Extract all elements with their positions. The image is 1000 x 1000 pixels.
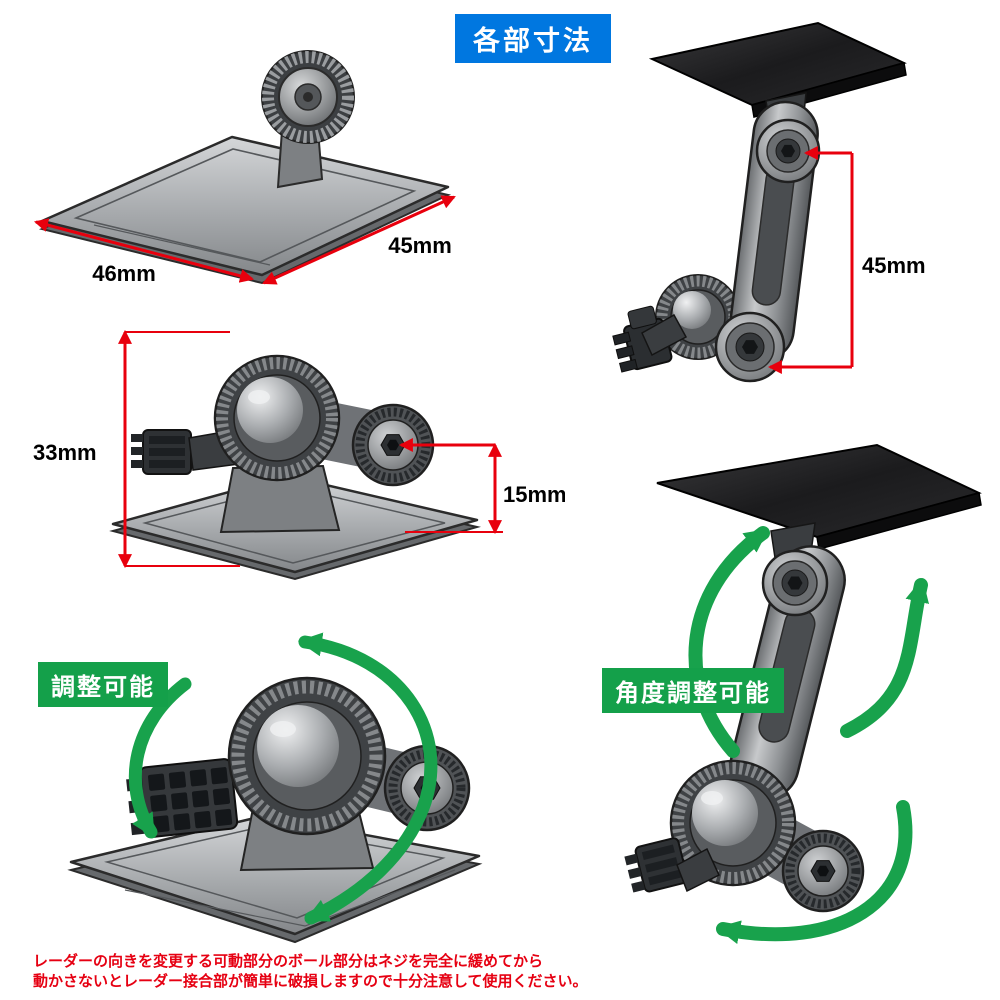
radar-plate: [656, 443, 982, 550]
arm-side-illustration: 45mm: [612, 21, 926, 383]
base-top-illustration: 46mm 45mm: [33, 50, 456, 286]
figure-base-top-view: 46mm 45mm: [20, 25, 460, 290]
mount-clip-keypad: [126, 758, 239, 838]
dimension-lines: [33, 195, 456, 285]
dimension-label-arm-height: 45mm: [862, 253, 926, 278]
angle-arrow-right: [840, 577, 930, 738]
top-pivot-screw: [761, 549, 829, 617]
title-badge: 各部寸法: [455, 14, 611, 63]
dimension-label-depth: 45mm: [388, 233, 452, 258]
ball-joint-wheel: [227, 676, 387, 836]
dimension-label-mount-height: 33mm: [33, 440, 97, 465]
arm-angle-illustration: [624, 443, 982, 944]
figure-mount-rotation: [55, 630, 495, 960]
bottom-screw-joint: [781, 829, 865, 913]
clip-connector: [641, 313, 688, 357]
mount-side-illustration: 33mm 15mm: [33, 329, 565, 581]
ball-joint-wheel: [213, 354, 341, 482]
caution-note-line2: 動かさないとレーダー接合部が簡単に破損しますので十分注意して使用ください。: [33, 973, 588, 990]
top-pivot-screw: [755, 118, 821, 184]
bottom-pivot-screw: [714, 311, 786, 383]
caution-note: レーダーの向きを変更する可動部分のボール部分はネジを完全に緩めてから 動かさない…: [33, 952, 588, 992]
dimension-label-ball-height: 15mm: [503, 482, 565, 507]
label-adjustable: 調整可能: [38, 662, 168, 707]
dimension-lines: [118, 329, 503, 569]
caution-note-line1: レーダーの向きを変更する可動部分のボール部分はネジを完全に緩めてから: [33, 953, 544, 970]
mount-clip: [131, 429, 240, 475]
figure-arm-angle-adjust: [585, 435, 985, 965]
angle-arrow-left: [688, 526, 770, 758]
figure-mount-side-view: 33mm 15mm: [25, 318, 565, 588]
mount-clip: [624, 837, 689, 893]
rotation-arrows: [688, 526, 930, 944]
clip-connector: [676, 847, 720, 893]
figure-arm-side-view: 45mm: [590, 15, 930, 435]
angle-arrow-bottom: [715, 800, 913, 944]
mount-rotation-illustration: [67, 632, 483, 944]
dimension-lines: [767, 146, 854, 374]
rotation-arrow-left: [128, 677, 192, 839]
rotation-arrow-sweep: [297, 632, 438, 925]
knurled-knob: [261, 50, 355, 144]
label-angle-adjustable: 角度調整可能: [602, 668, 784, 713]
dimension-label-width: 46mm: [92, 261, 156, 286]
rotation-arrows: [128, 632, 438, 925]
